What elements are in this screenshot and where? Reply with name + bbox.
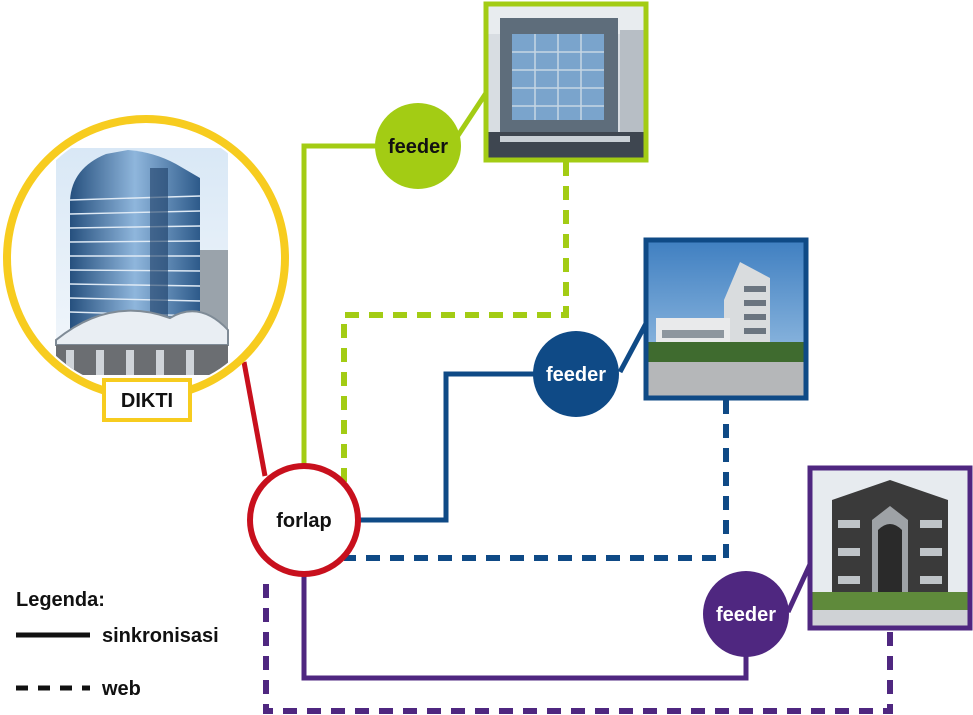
feeder1-web-link — [341, 162, 569, 482]
legend-title: Legenda: — [16, 589, 105, 611]
campus-building-icon — [646, 240, 806, 398]
feeder-node-3[interactable]: feeder — [703, 465, 973, 657]
campus-building-icon — [810, 468, 970, 628]
web-links — [263, 162, 893, 714]
feeder-node-1[interactable]: feeder — [375, 1, 649, 189]
forlap-node[interactable]: forlap — [247, 463, 361, 577]
legend: Legenda: sinkronisasi web — [16, 589, 219, 700]
dikti-label-box — [102, 378, 192, 422]
feeder3-photo-frame — [807, 465, 973, 631]
feeder3-circle — [703, 571, 789, 657]
dikti-forlap-link — [241, 361, 268, 477]
feeder2-web-link — [344, 400, 729, 561]
dikti-label: DIKTI — [121, 390, 173, 412]
forlap-feeder3-sync-link — [301, 574, 749, 681]
feeder1-photo-frame — [483, 1, 649, 163]
feeder2-label: feeder — [546, 364, 606, 386]
forlap-label: forlap — [276, 510, 332, 532]
feeder1-circle — [375, 103, 461, 189]
legend-sync-label: sinkronisasi — [102, 625, 219, 647]
feeder3-web-link — [263, 578, 893, 714]
legend-web-label: web — [101, 678, 141, 700]
feeder2-circle — [533, 331, 619, 417]
forlap-circle — [247, 463, 361, 577]
feeder1-label: feeder — [388, 136, 448, 158]
feeder2-photo-frame — [643, 237, 809, 401]
campus-building-icon — [486, 4, 646, 160]
forlap-feeder2-sync-link — [356, 371, 536, 523]
dikti-building-icon — [55, 148, 229, 375]
feeder3-label: feeder — [716, 604, 776, 626]
feeder-node-2[interactable]: feeder — [533, 237, 809, 417]
dikti-node[interactable]: DIKTI — [3, 115, 289, 422]
sync-links — [241, 82, 815, 681]
forlap-feeder1-sync-link — [301, 143, 380, 466]
